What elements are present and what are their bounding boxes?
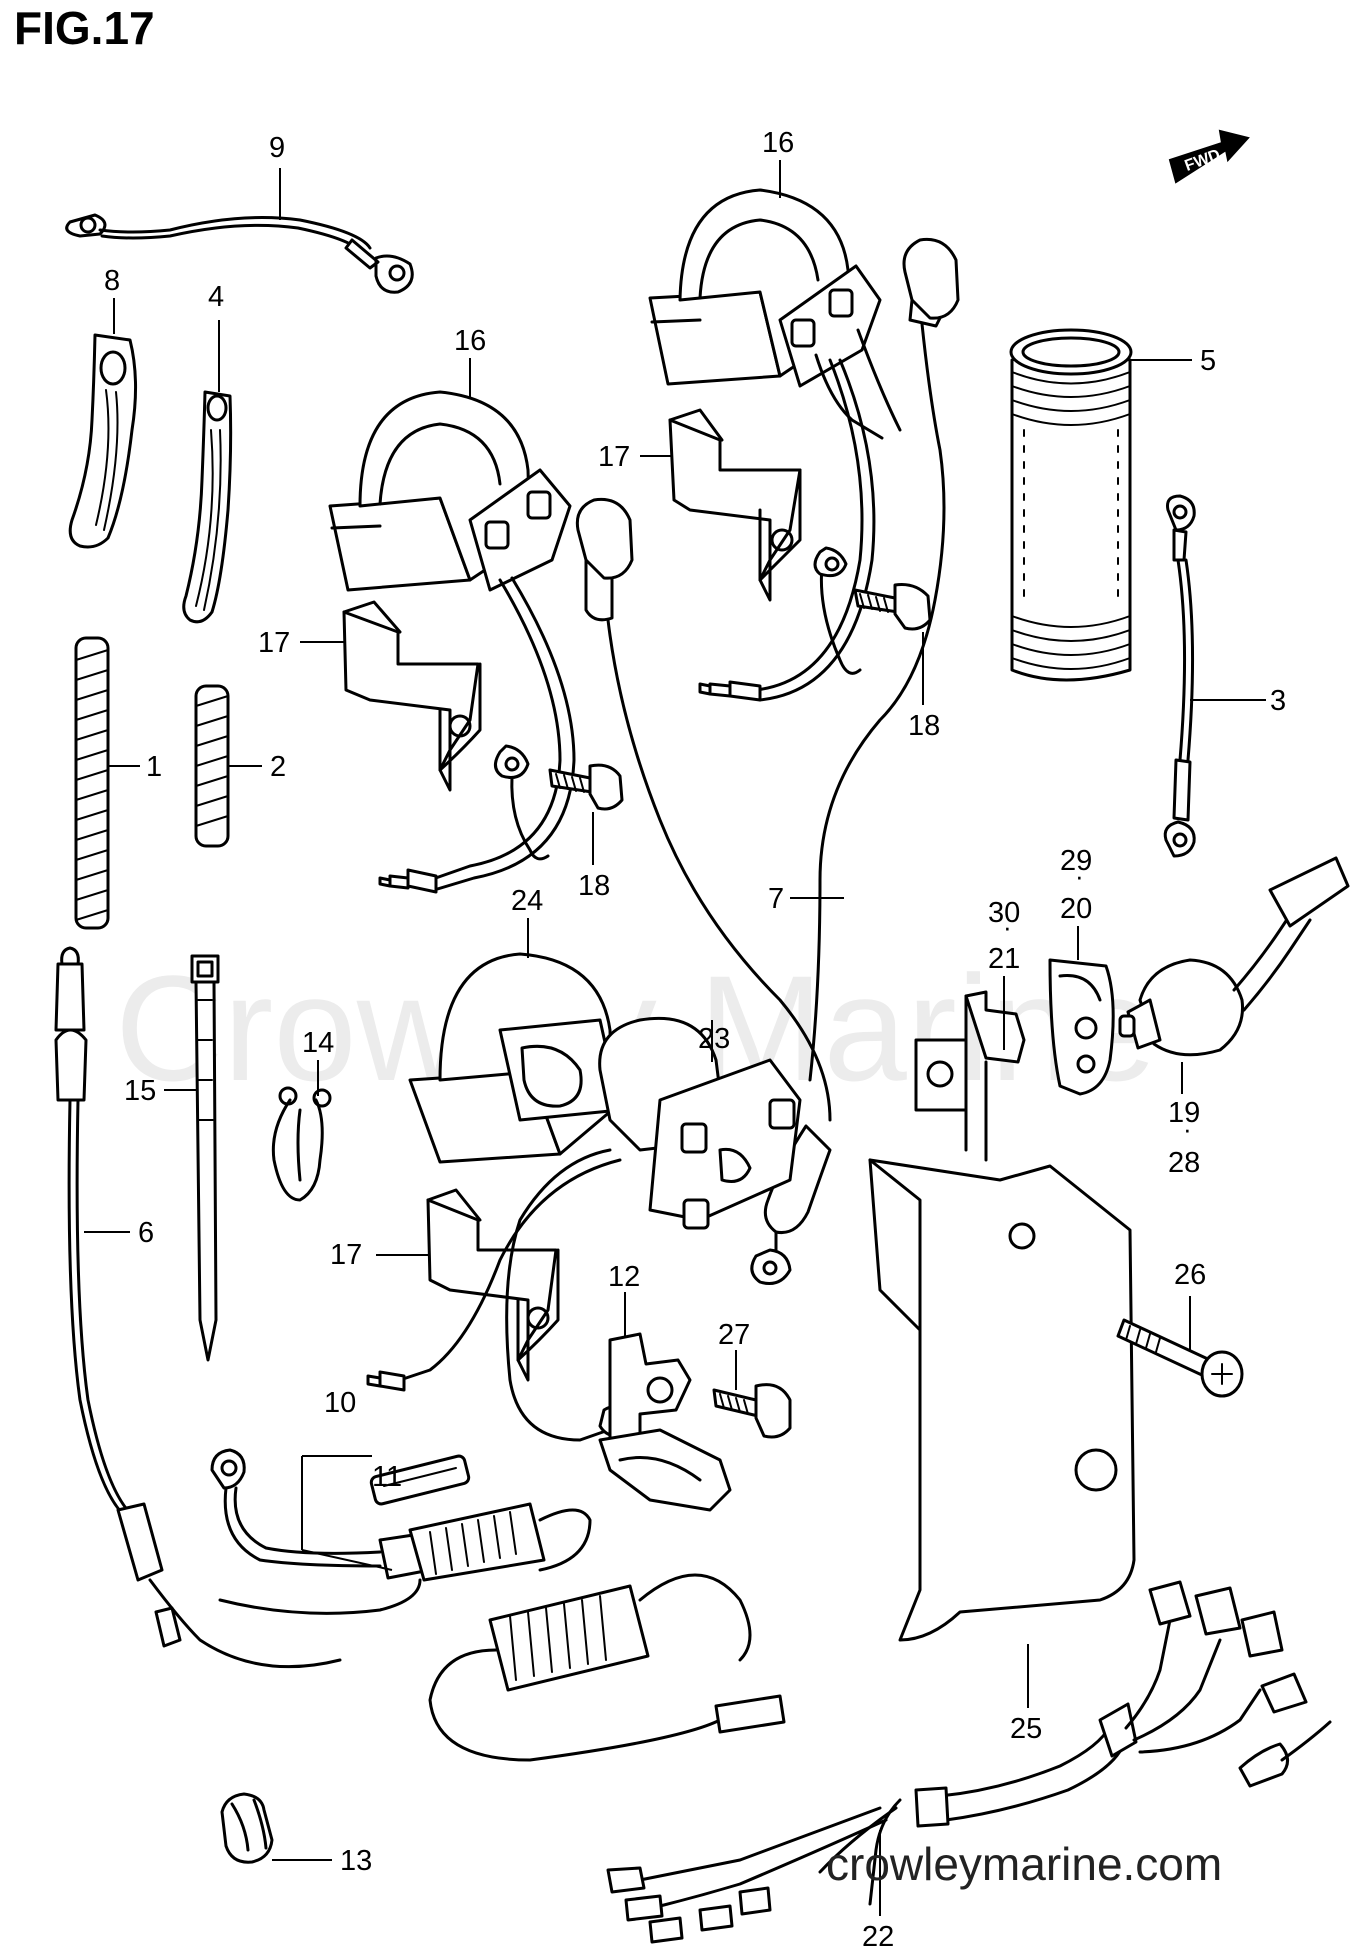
part-13-clip [220, 1792, 274, 1864]
callout-15: 15 [124, 1075, 156, 1107]
part-7-lead-with-boot [575, 497, 832, 1285]
part-17-bracket-upper [668, 408, 802, 602]
callout-17-upper: 17 [598, 441, 630, 473]
callout-20: 20 [1060, 893, 1092, 925]
terminal-boot-cap-upper [808, 237, 960, 1082]
part-16-relay-lower [328, 390, 572, 592]
part-18-bolt-lower [548, 763, 624, 811]
part-3-ground-lead [1163, 494, 1196, 858]
callout-12: 12 [608, 1261, 640, 1293]
callout-19-28-separator: · [1183, 1114, 1192, 1144]
fuse-holder-harness-lower [428, 1573, 786, 1762]
callout-13: 13 [340, 1845, 372, 1877]
callout-29: 29 [1060, 845, 1092, 877]
figure-title: FIG.17 [14, 2, 155, 54]
part-19-neutral-switch [1118, 856, 1350, 1057]
part-10-fuse-holder [210, 1448, 592, 1615]
part-14-clip [271, 1086, 332, 1202]
callout-28: 28 [1168, 1147, 1200, 1179]
callout-8: 8 [104, 265, 120, 297]
callout-18-lower: 18 [578, 870, 610, 902]
callout-2: 2 [270, 751, 286, 783]
part-17-bracket-mid [342, 600, 482, 792]
part-27-bolt [712, 1383, 792, 1439]
callout-17-lower: 17 [330, 1239, 362, 1271]
part-22-harness [606, 1580, 1332, 1944]
callout-27: 27 [718, 1319, 750, 1351]
part-25-cover-plate [868, 1158, 1136, 1642]
callout-16-lower: 16 [454, 325, 486, 357]
part-4-cable-clip [182, 390, 233, 624]
part-26-bolt [1116, 1318, 1244, 1398]
callout-11: 11 [372, 1461, 402, 1493]
callout-16-upper: 16 [762, 127, 794, 159]
callout-19: 19 [1168, 1097, 1200, 1129]
callout-5: 5 [1200, 345, 1216, 377]
part-2-spiral-tube [194, 684, 230, 848]
callout-17-mid: 17 [258, 627, 290, 659]
callout-14: 14 [302, 1027, 334, 1059]
callout-26: 26 [1174, 1259, 1206, 1291]
callout-1: 1 [146, 751, 162, 783]
part-11-fuse [369, 1454, 471, 1506]
callout-18-upper: 18 [908, 710, 940, 742]
callout-22: 22 [862, 1921, 894, 1949]
part-1-spiral-tube [74, 636, 110, 930]
callout-30-21-separator: · [1003, 912, 1012, 942]
fwd-arrow-icon: FWD [1168, 129, 1250, 184]
callout-10: 10 [324, 1387, 356, 1419]
site-url[interactable]: crowleymarine.com [826, 1838, 1222, 1890]
callout-30: 30 [988, 897, 1020, 929]
callout-7: 7 [768, 883, 784, 915]
part-20-clamp [1048, 958, 1115, 1096]
callout-4: 4 [208, 281, 224, 313]
callout-24: 24 [511, 885, 543, 917]
callout-25: 25 [1010, 1713, 1042, 1745]
part-21-bracket [914, 990, 1026, 1162]
callout-6: 6 [138, 1217, 154, 1249]
callout-3: 3 [1270, 685, 1286, 717]
callout-21: 21 [988, 943, 1020, 975]
callout-9: 9 [269, 132, 285, 164]
part-17-bracket-lower [426, 1188, 560, 1382]
lower-relay-leads [378, 576, 576, 894]
part-12-bracket [598, 1332, 732, 1512]
part-6-lead [54, 946, 342, 1669]
upper-relay-leads [698, 358, 876, 702]
part-15-cable-tie [190, 954, 220, 1362]
fwd-label: FWD [1183, 146, 1223, 174]
part-5-corrugated-tube [1009, 328, 1133, 682]
callout-23: 23 [698, 1023, 730, 1055]
callout-29-20-separator: · [1075, 861, 1084, 891]
part-16-relay-upper [648, 188, 902, 440]
part-23-starter-relay [598, 1016, 802, 1230]
part-8-cable-clip [68, 333, 138, 549]
part-18-bolt-upper [853, 583, 932, 631]
part-9-ground-lead [65, 213, 414, 294]
